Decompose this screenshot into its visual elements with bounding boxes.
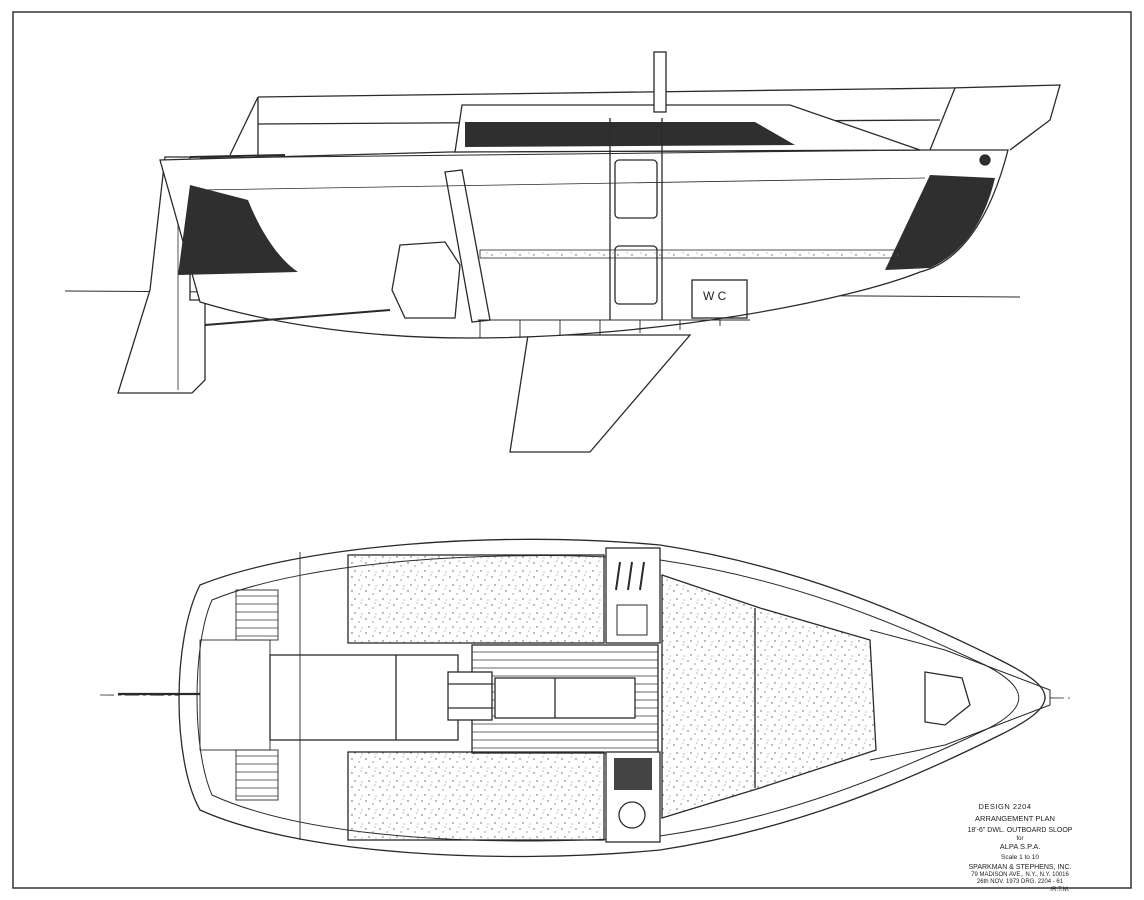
profile-view: W C [64,51,1061,453]
firm-address: 79 MADISON AVE., N.Y., N.Y. 10016 [971,872,1069,878]
mast [653,51,667,113]
forepeak-hatch [924,671,971,726]
portlight [979,154,991,166]
cabin-window [465,122,795,147]
design-number: DESIGN 2204 [978,802,1031,811]
for-label: for [1016,836,1023,842]
stbd-quarter-berth [347,751,605,841]
head-compartment [691,279,748,319]
forepeak-tank [885,175,995,270]
outboard-well [391,241,461,319]
aft-tank [178,185,298,275]
hull-profile [159,149,1009,339]
v-berth [661,574,877,819]
head-label: W C [703,289,727,303]
drawing-title: ARRANGEMENT PLAN [975,814,1055,823]
date-and-drawing-number: 26th NOV. 1973 DRG. 2204 - 61 [977,879,1064,885]
galley [605,547,661,644]
client-name: ALPA S.P.A. [1000,842,1041,851]
port-quarter-berth [347,554,605,644]
plan-view [99,538,1071,858]
title-block: DESIGN 2204 ARRANGEMENT PLAN 18'-6" DWL.… [968,802,1073,893]
draftsman-initials: /R.T.M. [1051,887,1070,893]
keel [509,334,692,453]
firm-name: SPARKMAN & STEPHENS, INC. [969,864,1072,871]
cockpit [269,654,459,741]
vessel-description: 18'-6" DWL. OUTBOARD SLOOP [968,827,1073,834]
drawing-border [12,11,1132,889]
scale-label: Scale 1 to 10 [1001,854,1039,861]
